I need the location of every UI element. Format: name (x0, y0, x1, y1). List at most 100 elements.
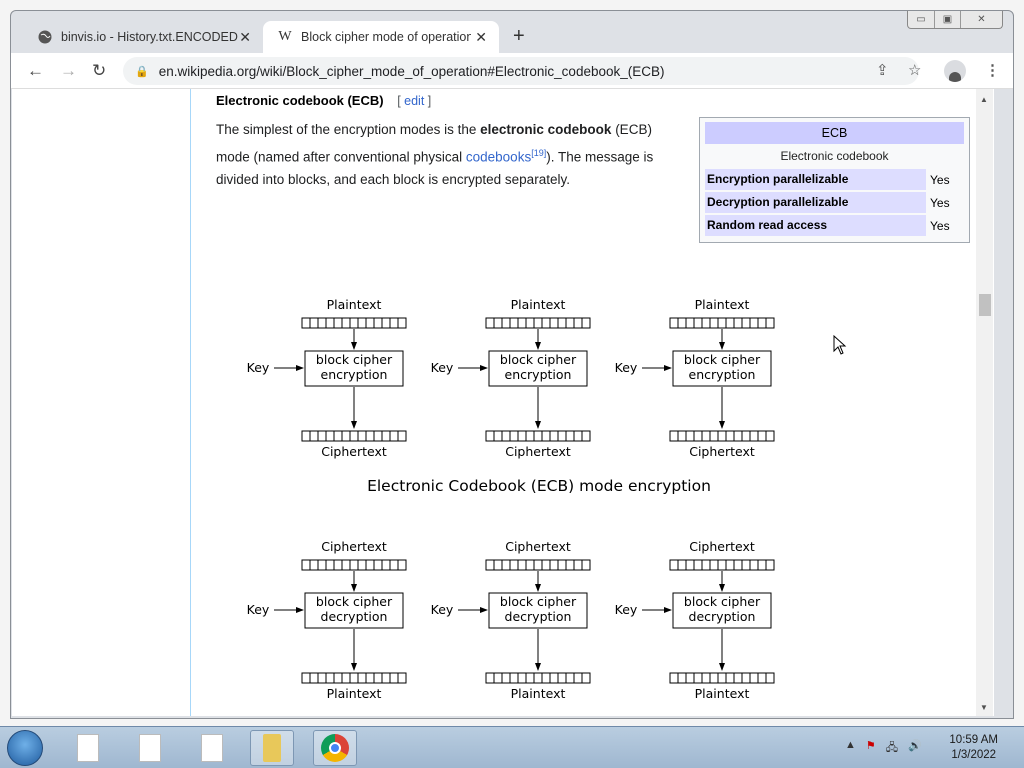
key-label: Key (247, 602, 270, 617)
input-block-cell (581, 559, 591, 571)
output-block-cell (381, 430, 391, 442)
vertical-scrollbar[interactable]: ▲ ▼ (976, 89, 993, 716)
cipher-box-label: decryption (689, 609, 756, 624)
input-block-cell (357, 317, 367, 329)
address-bar[interactable]: 🔒 en.wikipedia.org/wiki/Block_cipher_mod… (123, 57, 919, 85)
taskbar-chrome-icon[interactable] (313, 730, 357, 766)
output-block-cell (693, 672, 703, 684)
new-tab-button[interactable]: + (513, 25, 525, 47)
taskbar-folder-icon[interactable] (250, 730, 294, 766)
output-block-cell (533, 672, 543, 684)
scroll-down-icon[interactable]: ▼ (980, 703, 988, 712)
taskbar-file-icon[interactable] (128, 730, 172, 766)
output-block-cell (573, 672, 583, 684)
input-block-cell (549, 317, 559, 329)
close-tab-icon[interactable]: ✕ (475, 28, 487, 45)
input-block-cell (709, 559, 719, 571)
bottom-label: Plaintext (327, 686, 382, 701)
input-block-cell (517, 317, 527, 329)
output-block-cell (725, 672, 735, 684)
input-block-cell (309, 317, 319, 329)
close-tab-icon[interactable]: ✕ (239, 28, 251, 45)
edit-link[interactable]: edit (404, 94, 425, 108)
menu-kebab-icon[interactable]: ⋮ (985, 62, 1000, 79)
output-block-cell (333, 672, 343, 684)
output-block-cell (541, 672, 551, 684)
cipher-box (672, 350, 772, 387)
input-block-cell (525, 559, 535, 571)
input-block-cell (541, 317, 551, 329)
input-block-cell (733, 559, 743, 571)
output-block-cell (709, 430, 719, 442)
input-block-cell (397, 317, 407, 329)
input-block-cell (701, 317, 711, 329)
tab-label: Block cipher mode of operation - (301, 30, 471, 44)
mouse-cursor-icon (833, 335, 847, 355)
forward-button[interactable]: → (60, 61, 77, 80)
input-block-cell (365, 317, 375, 329)
output-block-cell (685, 430, 695, 442)
output-block-cell (669, 672, 679, 684)
tab-binvis[interactable]: binvis.io - History.txt.ENCODED ✕ (23, 21, 263, 53)
infobox: ECB Electronic codebook Encryption paral… (699, 117, 970, 243)
network-icon[interactable]: 🖧 (885, 742, 899, 754)
input-block-cell (397, 559, 407, 571)
row-value: Yes (930, 172, 950, 187)
codebooks-link[interactable]: codebooks (465, 149, 532, 164)
bookmark-star-icon[interactable]: ☆ (908, 62, 922, 79)
output-block-cell (365, 430, 375, 442)
input-block-cell (565, 559, 575, 571)
output-block-cell (757, 430, 767, 442)
output-block-cell (765, 430, 775, 442)
input-block-cell (309, 559, 319, 571)
input-block-cell (381, 317, 391, 329)
output-block-cell (397, 430, 407, 442)
output-block-cell (357, 430, 367, 442)
profile-avatar[interactable] (944, 60, 966, 82)
wikipedia-icon: W (278, 29, 292, 44)
back-button[interactable]: ← (27, 61, 44, 80)
tab-wikipedia[interactable]: W Block cipher mode of operation - ✕ (263, 21, 499, 53)
reference-link[interactable]: [19] (531, 147, 547, 158)
cipher-box-label: block cipher (500, 352, 577, 367)
time: 10:59 AM (949, 734, 998, 746)
key-label: Key (615, 602, 638, 617)
output-block-cell (749, 672, 759, 684)
action-center-flag-icon[interactable]: ⚑ (865, 740, 876, 752)
cipher-box (304, 592, 404, 629)
input-block-cell (757, 559, 767, 571)
taskbar-file-icon[interactable] (190, 730, 234, 766)
input-block-cell (677, 559, 687, 571)
input-block-cell (341, 559, 351, 571)
page-content: Electronic codebook (ECB) [ edit ] The s… (12, 89, 994, 716)
scrollbar-thumb[interactable] (979, 294, 991, 316)
bold-term: electronic codebook (480, 122, 612, 137)
output-block-cell (701, 672, 711, 684)
tab-label: binvis.io - History.txt.ENCODED (61, 30, 238, 44)
share-icon[interactable]: ⇪ (876, 62, 889, 79)
input-block-cell (317, 317, 327, 329)
output-block-cell (365, 672, 375, 684)
output-block-cell (741, 672, 751, 684)
output-block-cell (509, 430, 519, 442)
input-block-cell (533, 559, 543, 571)
taskbar-file-icon[interactable] (66, 730, 110, 766)
start-button[interactable] (7, 730, 43, 766)
minimize-button[interactable]: ▭ (916, 14, 926, 25)
text: ). The message is divided into blocks, a… (216, 149, 654, 187)
volume-icon[interactable]: 🔊 (908, 740, 922, 752)
maximize-button[interactable]: ▣ (934, 11, 960, 28)
close-window-button[interactable]: ✕ (960, 11, 1002, 28)
scroll-up-icon[interactable]: ▲ (980, 95, 988, 104)
lock-icon: 🔒 (135, 65, 149, 78)
reload-button[interactable]: ↻ (92, 61, 107, 80)
cipher-box (488, 592, 588, 629)
output-block-cell (301, 672, 311, 684)
output-block-cell (669, 430, 679, 442)
input-block-cell (557, 317, 567, 329)
input-block-cell (301, 559, 311, 571)
show-hidden-icons[interactable]: ▲ (845, 739, 856, 751)
input-block-cell (549, 559, 559, 571)
